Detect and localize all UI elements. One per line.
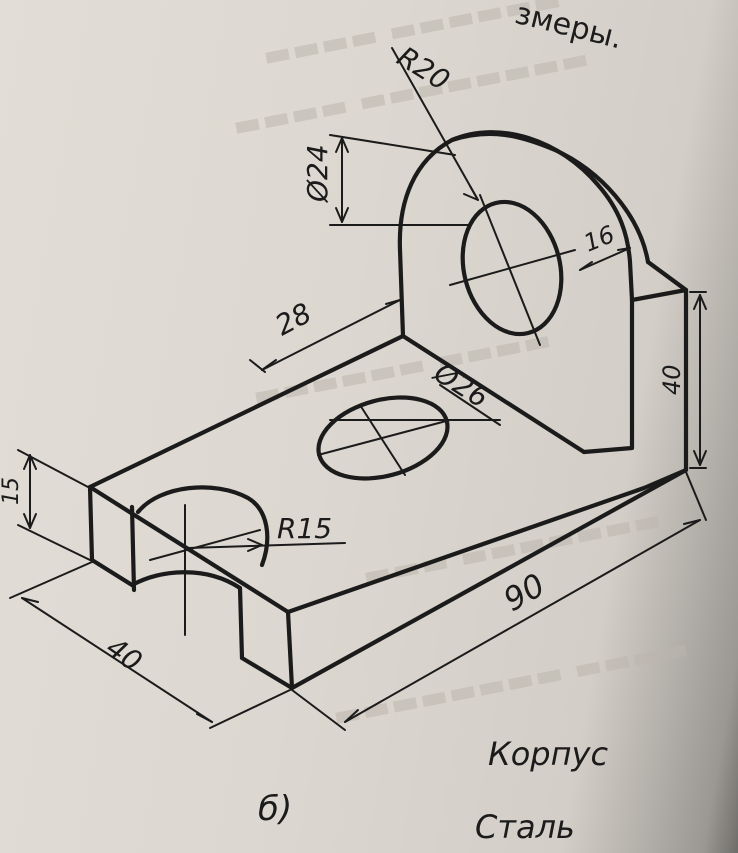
base-left-edge [87, 484, 135, 588]
material-label: Сталь [475, 808, 575, 846]
upright-hole [460, 199, 564, 337]
dim-label-r15: R15 [277, 512, 332, 545]
cutout-left-wall [129, 504, 137, 593]
dim-label-40-vertical: 40 [658, 364, 686, 395]
dimension-line-90 [344, 519, 701, 723]
part-name: Корпус [488, 735, 608, 773]
extension-line [685, 471, 707, 521]
upright-back-arch [449, 131, 651, 265]
extension-line [439, 384, 501, 426]
center-line [359, 404, 406, 476]
center-line [149, 529, 261, 561]
dimension-leader-r20 [391, 47, 479, 201]
cutout-bottom-arc [129, 570, 243, 591]
dimension-leader-r15 [187, 542, 346, 549]
extension-line [17, 524, 91, 561]
base-front-corner [285, 609, 295, 691]
dim-label-28: 28 [270, 296, 317, 342]
arrow-head [247, 538, 263, 552]
arrow-head [21, 597, 213, 723]
extension-line [291, 689, 346, 731]
arrow-head [579, 247, 631, 271]
upright-front-edge [581, 297, 635, 455]
extension-line [9, 561, 93, 599]
cutout-right-wall [237, 585, 245, 661]
center-line [317, 419, 451, 456]
arrow-head [261, 299, 401, 371]
extension-line [329, 134, 456, 156]
arrow-head [693, 294, 707, 466]
upright-back-vertical [645, 259, 689, 293]
dim-label-d24: Ø24 [301, 144, 334, 203]
dim-label-r20: R20 [391, 40, 455, 97]
base-bottom-edge [289, 467, 689, 691]
dim-label-15: 15 [0, 477, 24, 505]
base-front-top-edge [87, 484, 647, 615]
dimension-line-40-width [21, 597, 213, 723]
dimension-line-28 [261, 299, 401, 371]
arrow-head [463, 185, 479, 201]
base-top-face [87, 333, 587, 490]
extension-line [17, 449, 89, 488]
upright-right-side [629, 287, 689, 303]
dim-label-16: 16 [580, 220, 619, 257]
dim-label-40-width: 40 [100, 631, 148, 678]
arrow-head [23, 454, 37, 529]
arrow-head [335, 137, 349, 223]
center-line [479, 194, 541, 346]
dimension-line-16 [579, 247, 631, 271]
cutout-inner-floor [239, 655, 295, 691]
dim-label-90: 90 [497, 566, 551, 619]
center-line [449, 249, 576, 286]
cutout-top-arc [135, 485, 270, 568]
extension-line [209, 689, 291, 729]
figure-label: б) [258, 789, 292, 829]
arrow-head [344, 519, 701, 723]
